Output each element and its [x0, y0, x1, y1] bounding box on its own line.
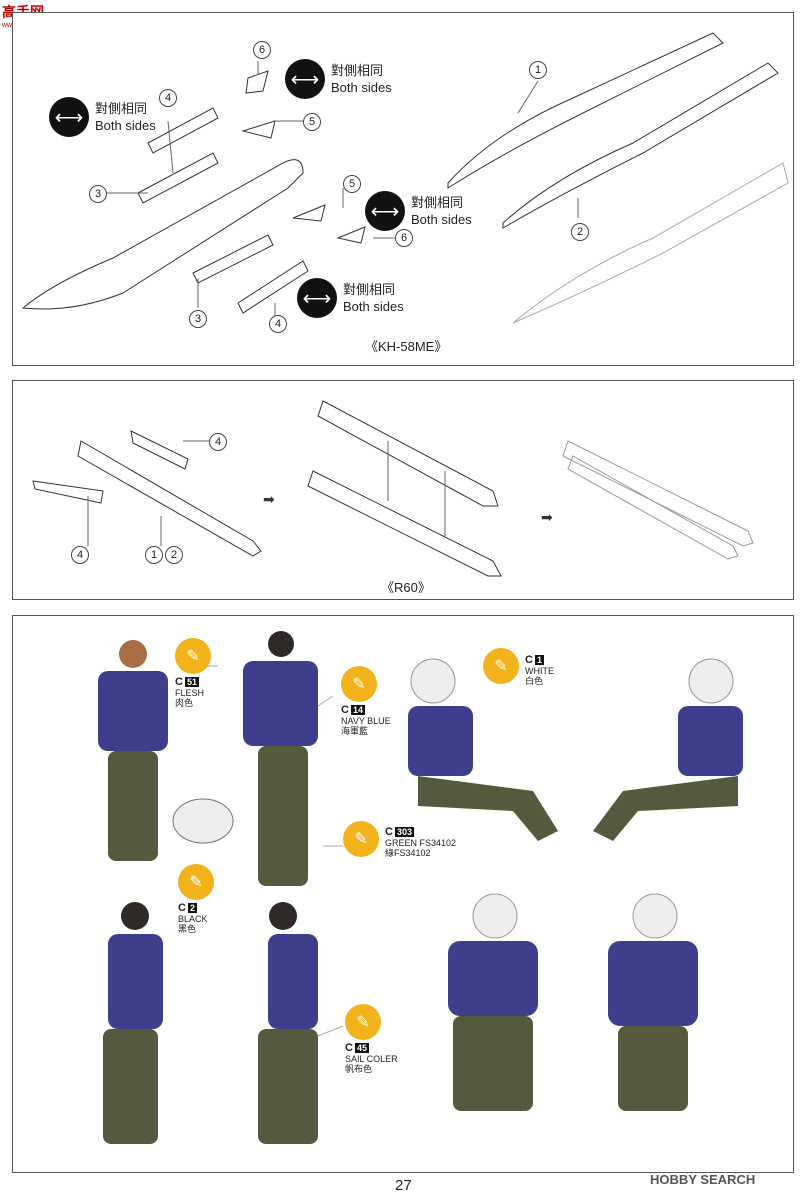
- note-cn: 對側相同: [331, 63, 384, 78]
- paintbrush-icon: ✎: [175, 638, 211, 674]
- kh58-panel: 6 4 5 3 5 6 3 4 1 2 ⟷ 對側相同 Both sides ⟷ 對…: [12, 12, 794, 366]
- paint-name-en: NAVY BLUE: [341, 716, 391, 726]
- both-sides-note: ⟷ 對側相同 Both sides: [365, 191, 472, 231]
- paintbrush-icon: ✎: [178, 864, 214, 900]
- paint-name-cn: 帆布色: [345, 1064, 373, 1074]
- kh58-drawing: [21, 32, 789, 324]
- paint-code: C: [175, 676, 183, 688]
- paintbrush-icon: ✎: [483, 648, 519, 684]
- paint-name-cn: 海軍藍: [341, 726, 369, 736]
- part-number: 1: [529, 61, 547, 79]
- paint-callout: ✎: [483, 648, 519, 684]
- part-number: 3: [189, 310, 207, 328]
- figures-drawing: [98, 631, 743, 1144]
- double-arrow-icon: ⟷: [297, 278, 337, 318]
- paint-code: C: [345, 1042, 353, 1054]
- paint-name-en: BLACK: [178, 914, 208, 924]
- double-arrow-icon: ⟷: [365, 191, 405, 231]
- paint-name-cn: 綠FS34102: [385, 848, 431, 858]
- paint-number: 1: [534, 655, 544, 665]
- note-en: Both sides: [95, 118, 156, 133]
- paint-number: 303: [394, 827, 414, 837]
- part-number: 4: [209, 433, 227, 451]
- kh58-caption: 《KH-58ME》: [365, 339, 448, 354]
- paint-code: C: [178, 902, 186, 914]
- double-arrow-icon: ⟷: [49, 97, 89, 137]
- both-sides-note: ⟷ 對側相同 Both sides: [285, 59, 392, 99]
- paint-name-en: FLESH: [175, 688, 205, 698]
- r60-panel: 4 4 1 2 ➡ ➡ 《R60》: [12, 380, 794, 600]
- paint-name-cn: 白色: [525, 676, 544, 686]
- next-step-arrow-icon: ➡: [263, 491, 275, 507]
- paintbrush-icon: ✎: [341, 666, 377, 702]
- part-number: 3: [89, 185, 107, 203]
- part-number: 4: [159, 89, 177, 107]
- part-number: 4: [269, 315, 287, 333]
- paint-number: 51: [184, 677, 199, 687]
- paintbrush-icon: ✎: [345, 1004, 381, 1040]
- part-number: 6: [395, 229, 413, 247]
- paint-number: 14: [350, 705, 365, 715]
- hobby-search-watermark: HOBBY SEARCH: [650, 1172, 756, 1187]
- paint-callout: ✎: [343, 821, 379, 857]
- note-en: Both sides: [331, 80, 392, 95]
- next-step-arrow-icon: ➡: [541, 509, 553, 525]
- double-arrow-icon: ⟷: [285, 59, 325, 99]
- part-number: 5: [343, 175, 361, 193]
- note-cn: 對側相同: [343, 282, 396, 297]
- paint-code: C: [385, 826, 393, 838]
- note-cn: 對側相同: [411, 195, 464, 210]
- paint-name-en: SAIL COLER: [345, 1054, 398, 1064]
- paint-number: 2: [187, 903, 197, 913]
- both-sides-note: ⟷ 對側相同 Both sides: [297, 278, 404, 318]
- note-en: Both sides: [411, 212, 472, 227]
- page-number: 27: [395, 1177, 412, 1194]
- both-sides-note: ⟷ 對側相同 Both sides: [49, 97, 156, 137]
- paint-name-en: WHITE: [525, 666, 554, 676]
- part-number: 5: [303, 113, 321, 131]
- part-number: 4: [71, 546, 89, 564]
- paintbrush-icon: ✎: [343, 821, 379, 857]
- paint-name-cn: 黑色: [178, 924, 197, 934]
- paint-name-en: GREEN FS34102: [385, 838, 457, 848]
- part-number: 1: [145, 546, 163, 564]
- part-number: 2: [165, 546, 183, 564]
- paint-name-cn: 肉色: [175, 698, 194, 708]
- note-en: Both sides: [343, 299, 404, 314]
- part-number: 6: [253, 41, 271, 59]
- paint-code: C: [341, 704, 349, 716]
- r60-drawing: [32, 400, 754, 577]
- paint-number: 45: [354, 1043, 369, 1053]
- part-number: 2: [571, 223, 589, 241]
- paint-code: C: [525, 654, 533, 666]
- r60-caption: 《R60》: [381, 580, 431, 595]
- note-cn: 對側相同: [95, 101, 148, 116]
